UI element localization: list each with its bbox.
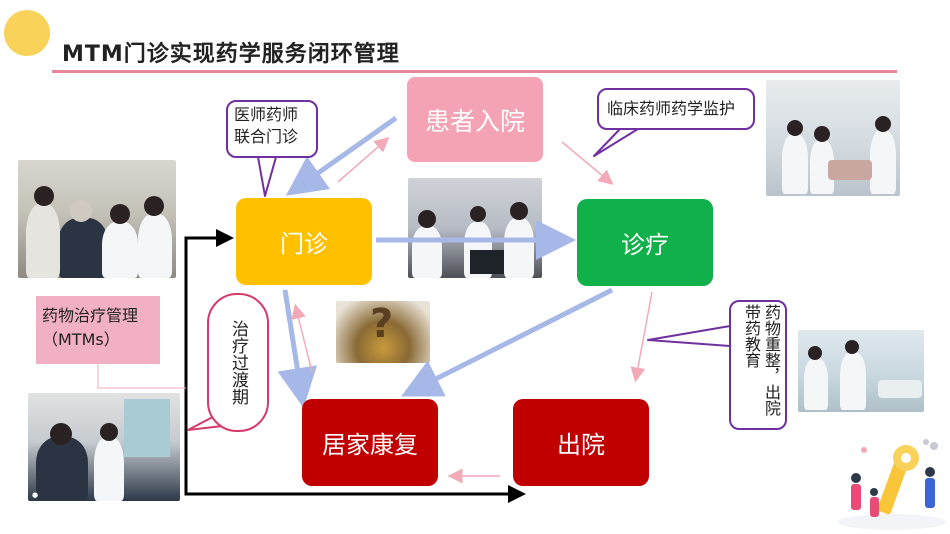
reconciliation-pointer <box>647 325 731 347</box>
callout-transition-period: 治疗过渡期 <box>207 293 269 432</box>
joint-clinic-pointer <box>257 156 277 197</box>
slide-title: MTM门诊实现药学服务闭环管理 <box>62 42 400 67</box>
arrow-loop-to-clinic <box>184 236 522 496</box>
arrow-clinic-to-home <box>277 289 318 408</box>
teamwork-key-illustration <box>838 439 946 530</box>
title-underline <box>52 70 897 73</box>
medication-question-image: ? <box>336 301 430 363</box>
pharmacy-clinic-photo <box>408 178 542 278</box>
bedside-education-photo <box>798 330 924 412</box>
arrow-admit-to-treat <box>561 141 614 185</box>
title-dot-decoration <box>4 10 50 56</box>
node-patient-admission: 患者入院 <box>407 77 543 162</box>
mtm-label-box: 药物治疗管理（MTMs） <box>36 296 160 364</box>
arrow-home-to-clinic <box>291 303 313 373</box>
node-home-recovery: 居家康复 <box>302 399 438 486</box>
callout-joint-clinic: 医师药师联合门诊 <box>226 100 318 158</box>
node-discharge: 出院 <box>513 399 649 486</box>
mtm-connector <box>97 364 186 389</box>
arrow-treat-to-home <box>401 287 614 397</box>
arrow-admit-to-clinic <box>285 115 398 196</box>
arrow-clinic-to-admit <box>337 137 390 183</box>
node-outpatient-clinic: 门诊 <box>236 198 372 285</box>
monitor-pointer <box>593 128 639 157</box>
question-mark-icon: ? <box>370 301 394 347</box>
mtm-session-photo: ● <box>28 393 180 501</box>
ward-round-photo <box>766 80 900 196</box>
callout-clinical-monitoring: 临床药师药学监护 <box>597 88 755 130</box>
node-treatment: 诊疗 <box>577 199 713 286</box>
callout-medication-reconciliation: 药物重整，出院带药教育 <box>729 300 787 430</box>
clinic-consultation-photo <box>18 160 176 278</box>
arrow-treat-to-discharge <box>630 291 653 383</box>
